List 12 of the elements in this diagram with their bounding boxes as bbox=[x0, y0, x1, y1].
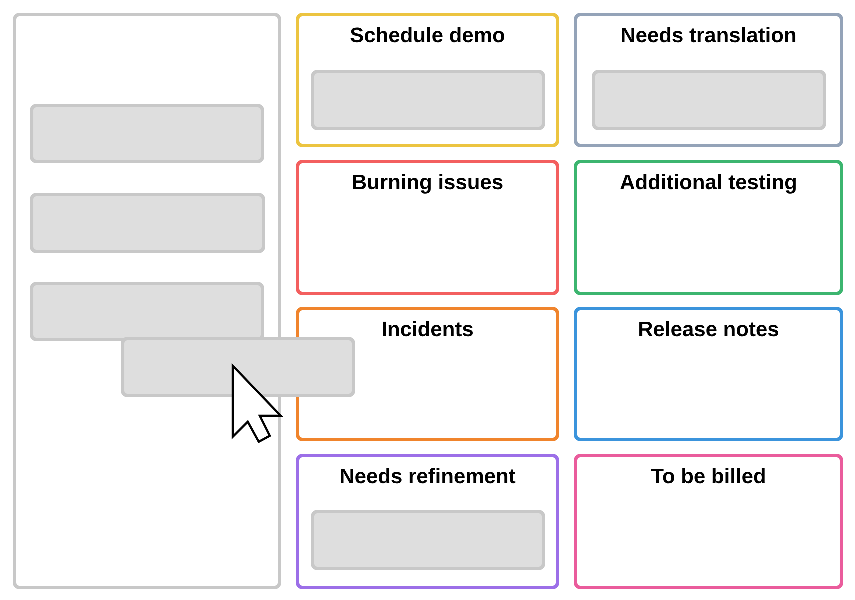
card bbox=[30, 282, 264, 342]
column-box: Burning issues bbox=[296, 160, 560, 296]
card bbox=[592, 70, 826, 130]
column-box: Additional testing bbox=[574, 160, 844, 296]
card bbox=[30, 104, 264, 164]
card bbox=[30, 193, 266, 254]
card bbox=[121, 337, 356, 398]
card bbox=[311, 70, 546, 130]
column-box: To be billed bbox=[574, 454, 844, 590]
card bbox=[311, 510, 546, 570]
column-box: Release notes bbox=[574, 307, 844, 442]
column-box: Incidents bbox=[296, 307, 560, 442]
